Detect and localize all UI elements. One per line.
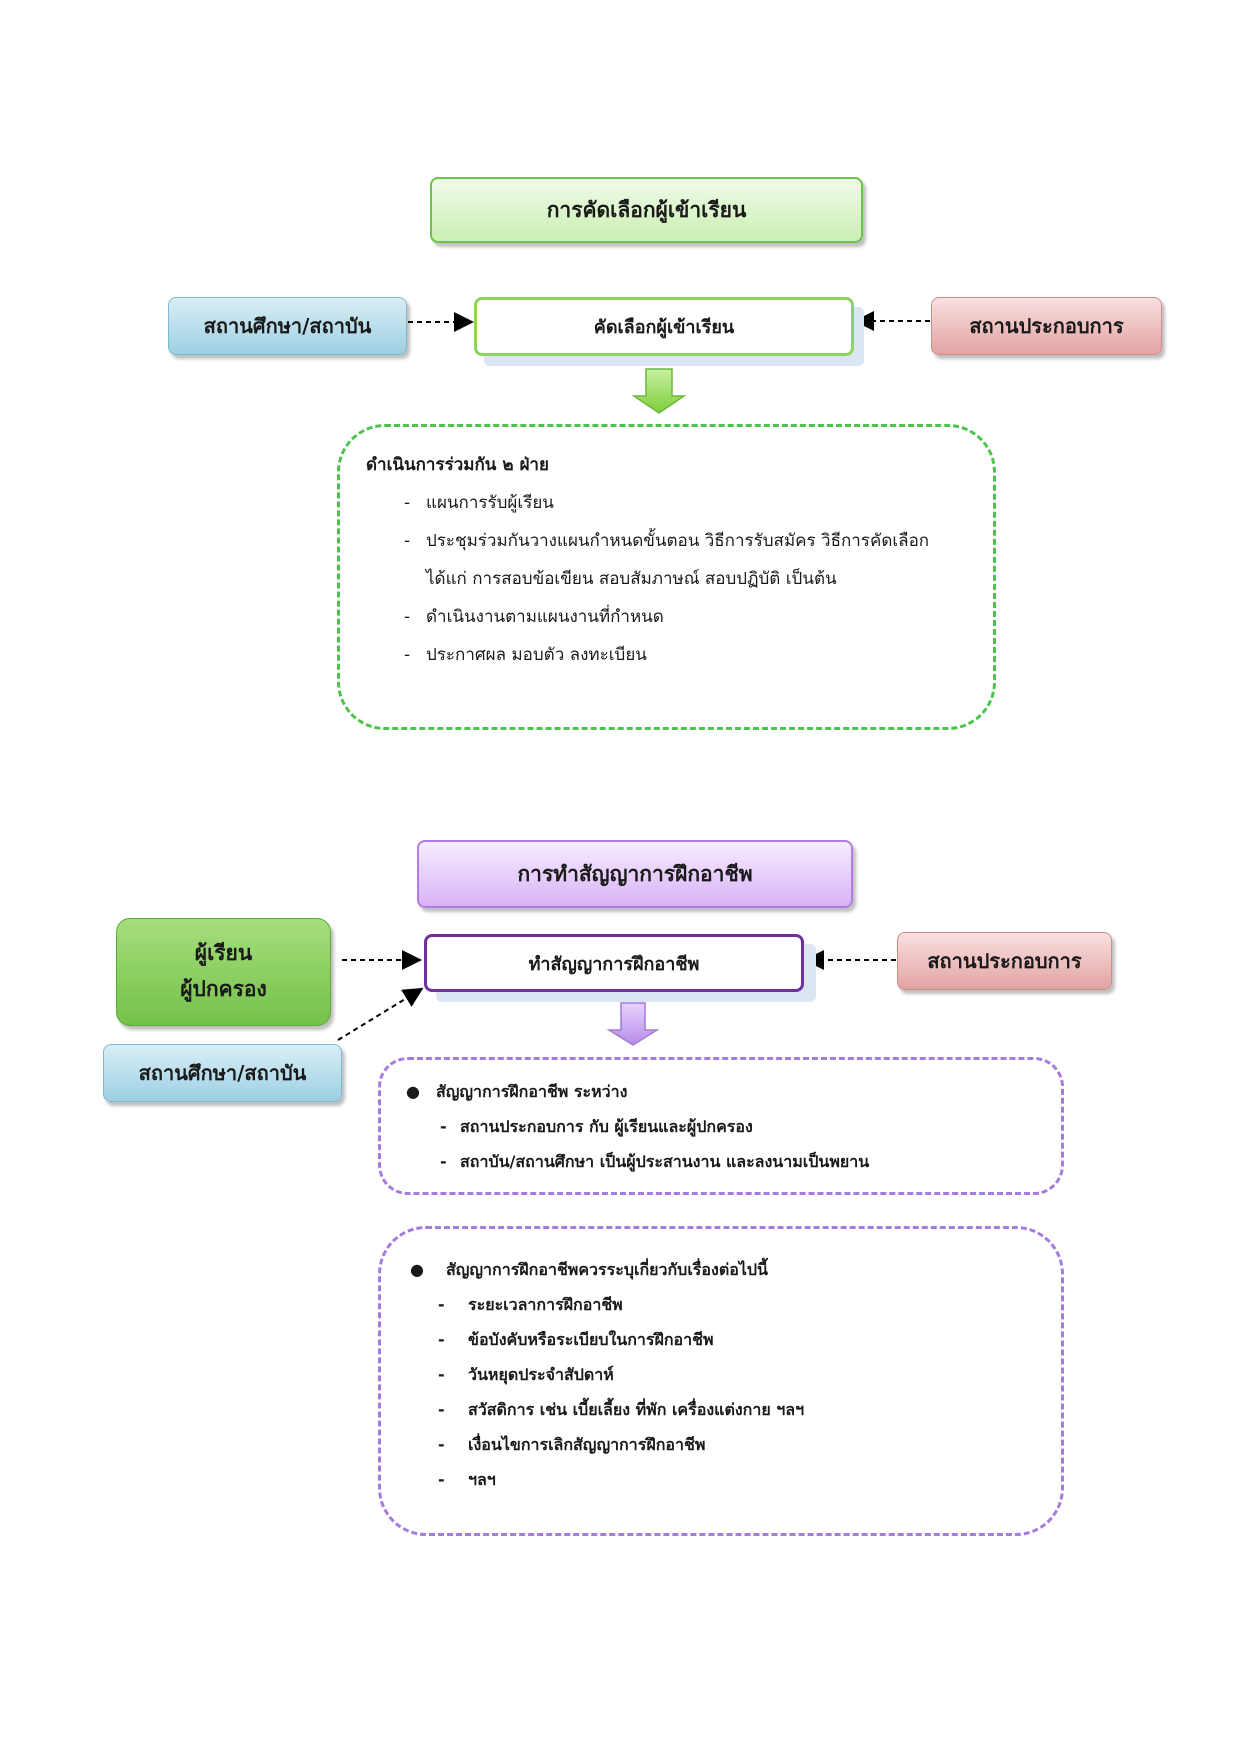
section2-box2-item: -ฯลฯ: [438, 1470, 496, 1489]
section2-center-box: ทำสัญญาการฝึกอาชีพ: [424, 934, 804, 992]
section2-contract-parties-box: [378, 1057, 1064, 1195]
section2-box1-heading: ●สัญญาการฝึกอาชีพ ระหว่าง: [406, 1082, 628, 1101]
section1-company-box: สถานประกอบการ: [931, 297, 1162, 355]
section1-item: -ดำเนินงานตามแผนงานที่กำหนด: [404, 607, 664, 627]
down-arrow-purple: [606, 1002, 660, 1046]
section1-details-box: [337, 424, 996, 730]
arrow-institute-to-center: [337, 987, 424, 1041]
section2-learner-box: ผู้เรียน ผู้ปกครอง: [116, 918, 331, 1026]
section2-box2-heading: ●สัญญาการฝึกอาชีพควรระบุเกี่ยวกับเรื่องต…: [410, 1260, 768, 1279]
section2-box2-item: -เงื่อนไขการเลิกสัญญาการฝึกอาชีพ: [438, 1435, 706, 1454]
section2-box2-content: ●สัญญาการฝึกอาชีพควรระบุเกี่ยวกับเรื่องต…: [410, 1252, 1050, 1497]
section1-item: -แผนการรับผู้เรียน: [404, 493, 554, 513]
section1-title: การคัดเลือกผู้เข้าเรียน: [430, 177, 863, 243]
section2-box1-content: ●สัญญาการฝึกอาชีพ ระหว่าง -สถานประกอบการ…: [406, 1074, 1056, 1179]
section1-institute-box: สถานศึกษา/สถาบัน: [168, 297, 407, 355]
section1-details-content: ดำเนินการร่วมกัน ๒ ฝ่าย -แผนการรับผู้เรี…: [366, 446, 966, 674]
section2-contract-terms-box: [378, 1226, 1064, 1536]
down-arrow-green: [631, 368, 687, 414]
section2-box2-item: -วันหยุดประจำสัปดาห์: [438, 1365, 614, 1384]
guardian-label: ผู้ปกครอง: [180, 977, 267, 1001]
section2-company-box: สถานประกอบการ: [897, 932, 1112, 990]
section2-title: การทำสัญญาการฝึกอาชีพ: [417, 840, 853, 908]
section2-box1-item: -สถานประกอบการ กับ ผู้เรียนและผู้ปกครอง: [440, 1117, 753, 1136]
learner-label: ผู้เรียน: [194, 941, 253, 966]
section2-box2-item: -สวัสดิการ เช่น เบี้ยเลี้ยง ที่พัก เครื่…: [438, 1400, 805, 1419]
section1-details-heading: ดำเนินการร่วมกัน ๒ ฝ่าย: [366, 455, 549, 475]
section2-box2-item: -ข้อบังคับหรือระเบียบในการฝึกอาชีพ: [438, 1330, 714, 1349]
section1-item-continuation: ได้แก่ การสอบข้อเขียน สอบสัมภาษณ์ สอบปฏิ…: [426, 569, 837, 589]
section2-institute-box: สถานศึกษา/สถาบัน: [103, 1044, 342, 1102]
section1-item: -ประกาศผล มอบตัว ลงทะเบียน: [404, 645, 647, 665]
section1-item: -ประชุมร่วมกันวางแผนกำหนดขั้นตอน วิธีการ…: [404, 531, 930, 551]
section1-center-box: คัดเลือกผู้เข้าเรียน: [474, 297, 854, 356]
section2-box2-item: -ระยะเวลาการฝึกอาชีพ: [438, 1295, 623, 1314]
section2-box1-item: -สถาบัน/สถานศึกษา เป็นผู้ประสานงาน และลง…: [440, 1152, 870, 1171]
